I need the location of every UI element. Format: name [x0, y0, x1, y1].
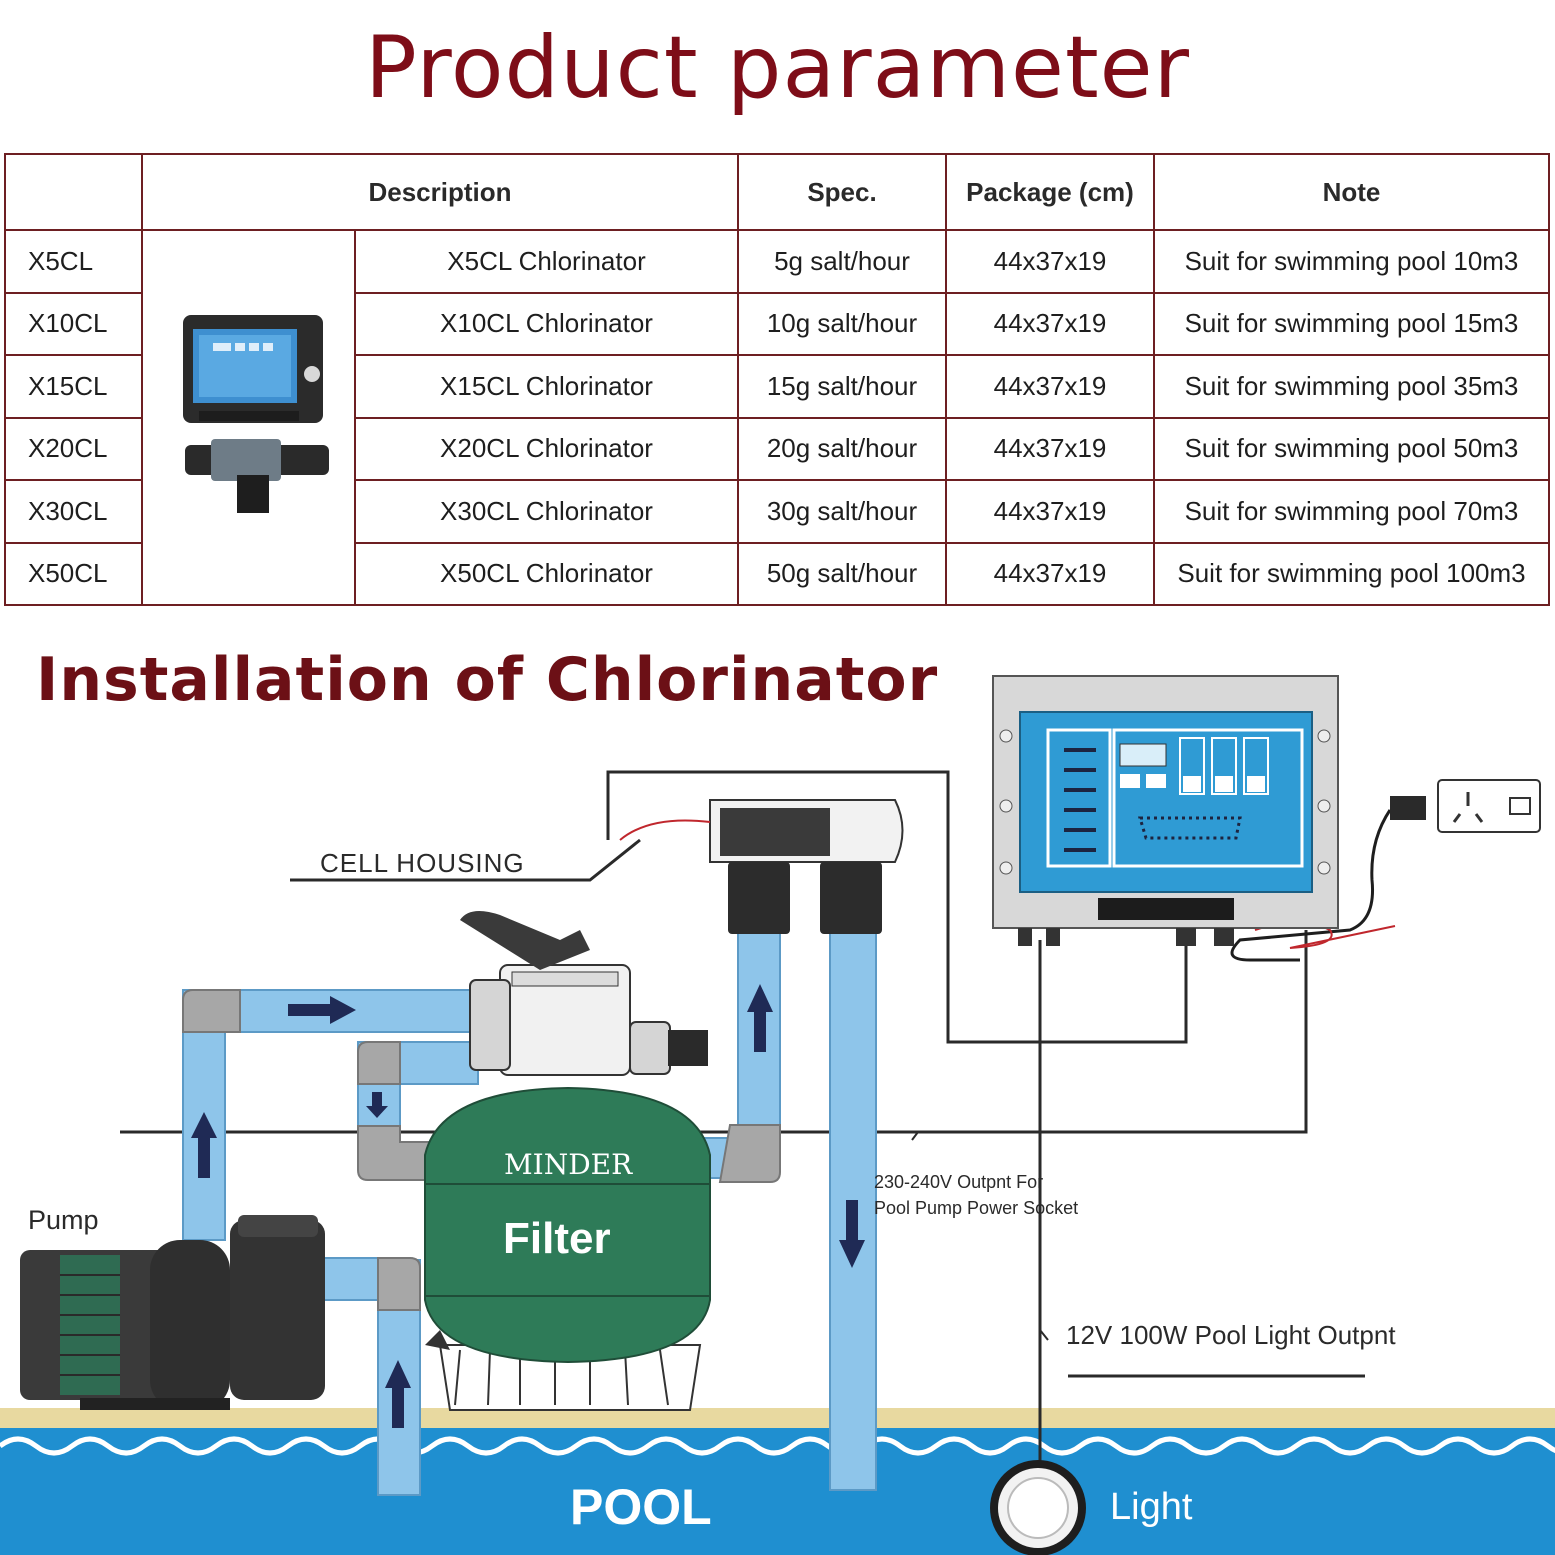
description-cell: X20CL Chlorinator [354, 416, 739, 481]
table-row: X15CL X15CL Chlorinator 15g salt/hour 44… [4, 354, 1550, 419]
pool-water [0, 1428, 1555, 1555]
spec-cell: 20g salt/hour [737, 416, 947, 481]
light-label: Light [1110, 1486, 1193, 1528]
table-header-row: Description Spec. Package (cm) Note [4, 153, 1550, 231]
model-cell: X10CL [4, 291, 143, 356]
table-row: X30CL X30CL Chlorinator 30g salt/hour 44… [4, 479, 1550, 544]
header-spec: Spec. [737, 153, 947, 231]
header-package: Package (cm) [945, 153, 1155, 231]
description-cell: X30CL Chlorinator [354, 479, 739, 544]
flow-arrows [191, 984, 865, 1428]
pump-label: Pump [28, 1205, 99, 1235]
model-cell: X5CL [4, 229, 143, 294]
installation-title: Installation of Chlorinator [36, 645, 939, 715]
package-cell: 44x37x19 [945, 229, 1155, 294]
spec-cell: 10g salt/hour [737, 291, 947, 356]
table-row: X50CL X50CL Chlorinator 50g salt/hour 44… [4, 541, 1550, 606]
note-cell: Suit for swimming pool 70m3 [1153, 479, 1550, 544]
cell-housing [619, 799, 904, 934]
description-cell: X50CL Chlorinator [354, 541, 739, 606]
package-cell: 44x37x19 [945, 541, 1155, 606]
model-cell: X15CL [4, 354, 143, 419]
package-cell: 44x37x19 [945, 479, 1155, 544]
product-parameter-table: Description Spec. Package (cm) Note X5CL [4, 153, 1550, 606]
water-wave-line [0, 1436, 1555, 1456]
light-output-label: 12V 100W Pool Light Outpnt [1066, 1320, 1396, 1350]
table-row: X10CL X10CL Chlorinator 10g salt/hour 44… [4, 291, 1550, 356]
power-socket-label-line2: Pool Pump Power Socket [874, 1198, 1079, 1218]
note-cell: Suit for swimming pool 10m3 [1153, 229, 1550, 294]
package-cell: 44x37x19 [945, 354, 1155, 419]
power-cord [1230, 809, 1392, 962]
spec-cell: 30g salt/hour [737, 479, 947, 544]
pool-deck [0, 1408, 1555, 1428]
pool-label: POOL [570, 1479, 712, 1535]
table-row: X20CL X20CL Chlorinator 20g salt/hour 44… [4, 416, 1550, 481]
filter-label: Filter [503, 1214, 611, 1263]
header-description: Description [141, 153, 739, 231]
model-cell: X20CL [4, 416, 143, 481]
note-cell: Suit for swimming pool 35m3 [1153, 354, 1550, 419]
power-socket-label-line1: 230-240V Outpnt For [874, 1172, 1044, 1192]
header-model [4, 153, 143, 231]
pool-light-icon [990, 1460, 1086, 1555]
package-cell: 44x37x19 [945, 416, 1155, 481]
spec-cell: 15g salt/hour [737, 354, 947, 419]
page-title: Product parameter [365, 18, 1190, 118]
note-cell: Suit for swimming pool 100m3 [1153, 541, 1550, 606]
table-row: X5CL X5CL Chlorinator 5g [4, 229, 1550, 606]
description-cell: X10CL Chlorinator [354, 291, 739, 356]
header-note: Note [1153, 153, 1550, 231]
filter-brand-label: MINDER [504, 1148, 633, 1181]
sand-filter [424, 911, 711, 1411]
spec-cell: 5g salt/hour [737, 229, 947, 294]
model-cell: X50CL [4, 541, 143, 606]
control-box [992, 675, 1339, 946]
wall-outlet-icon [1390, 779, 1541, 833]
cell-housing-label: CELL HOUSING [320, 848, 525, 878]
pipe-elbows [182, 989, 781, 1311]
pool-pump [20, 1215, 325, 1410]
model-cell: X30CL [4, 479, 143, 544]
description-cell: X5CL Chlorinator [354, 229, 739, 294]
package-cell: 44x37x19 [945, 291, 1155, 356]
spec-cell: 50g salt/hour [737, 541, 947, 606]
note-cell: Suit for swimming pool 50m3 [1153, 416, 1550, 481]
description-cell: X15CL Chlorinator [354, 354, 739, 419]
chlorinator-product-image [182, 315, 329, 513]
product-image-cell [141, 229, 356, 606]
note-cell: Suit for swimming pool 15m3 [1153, 291, 1550, 356]
